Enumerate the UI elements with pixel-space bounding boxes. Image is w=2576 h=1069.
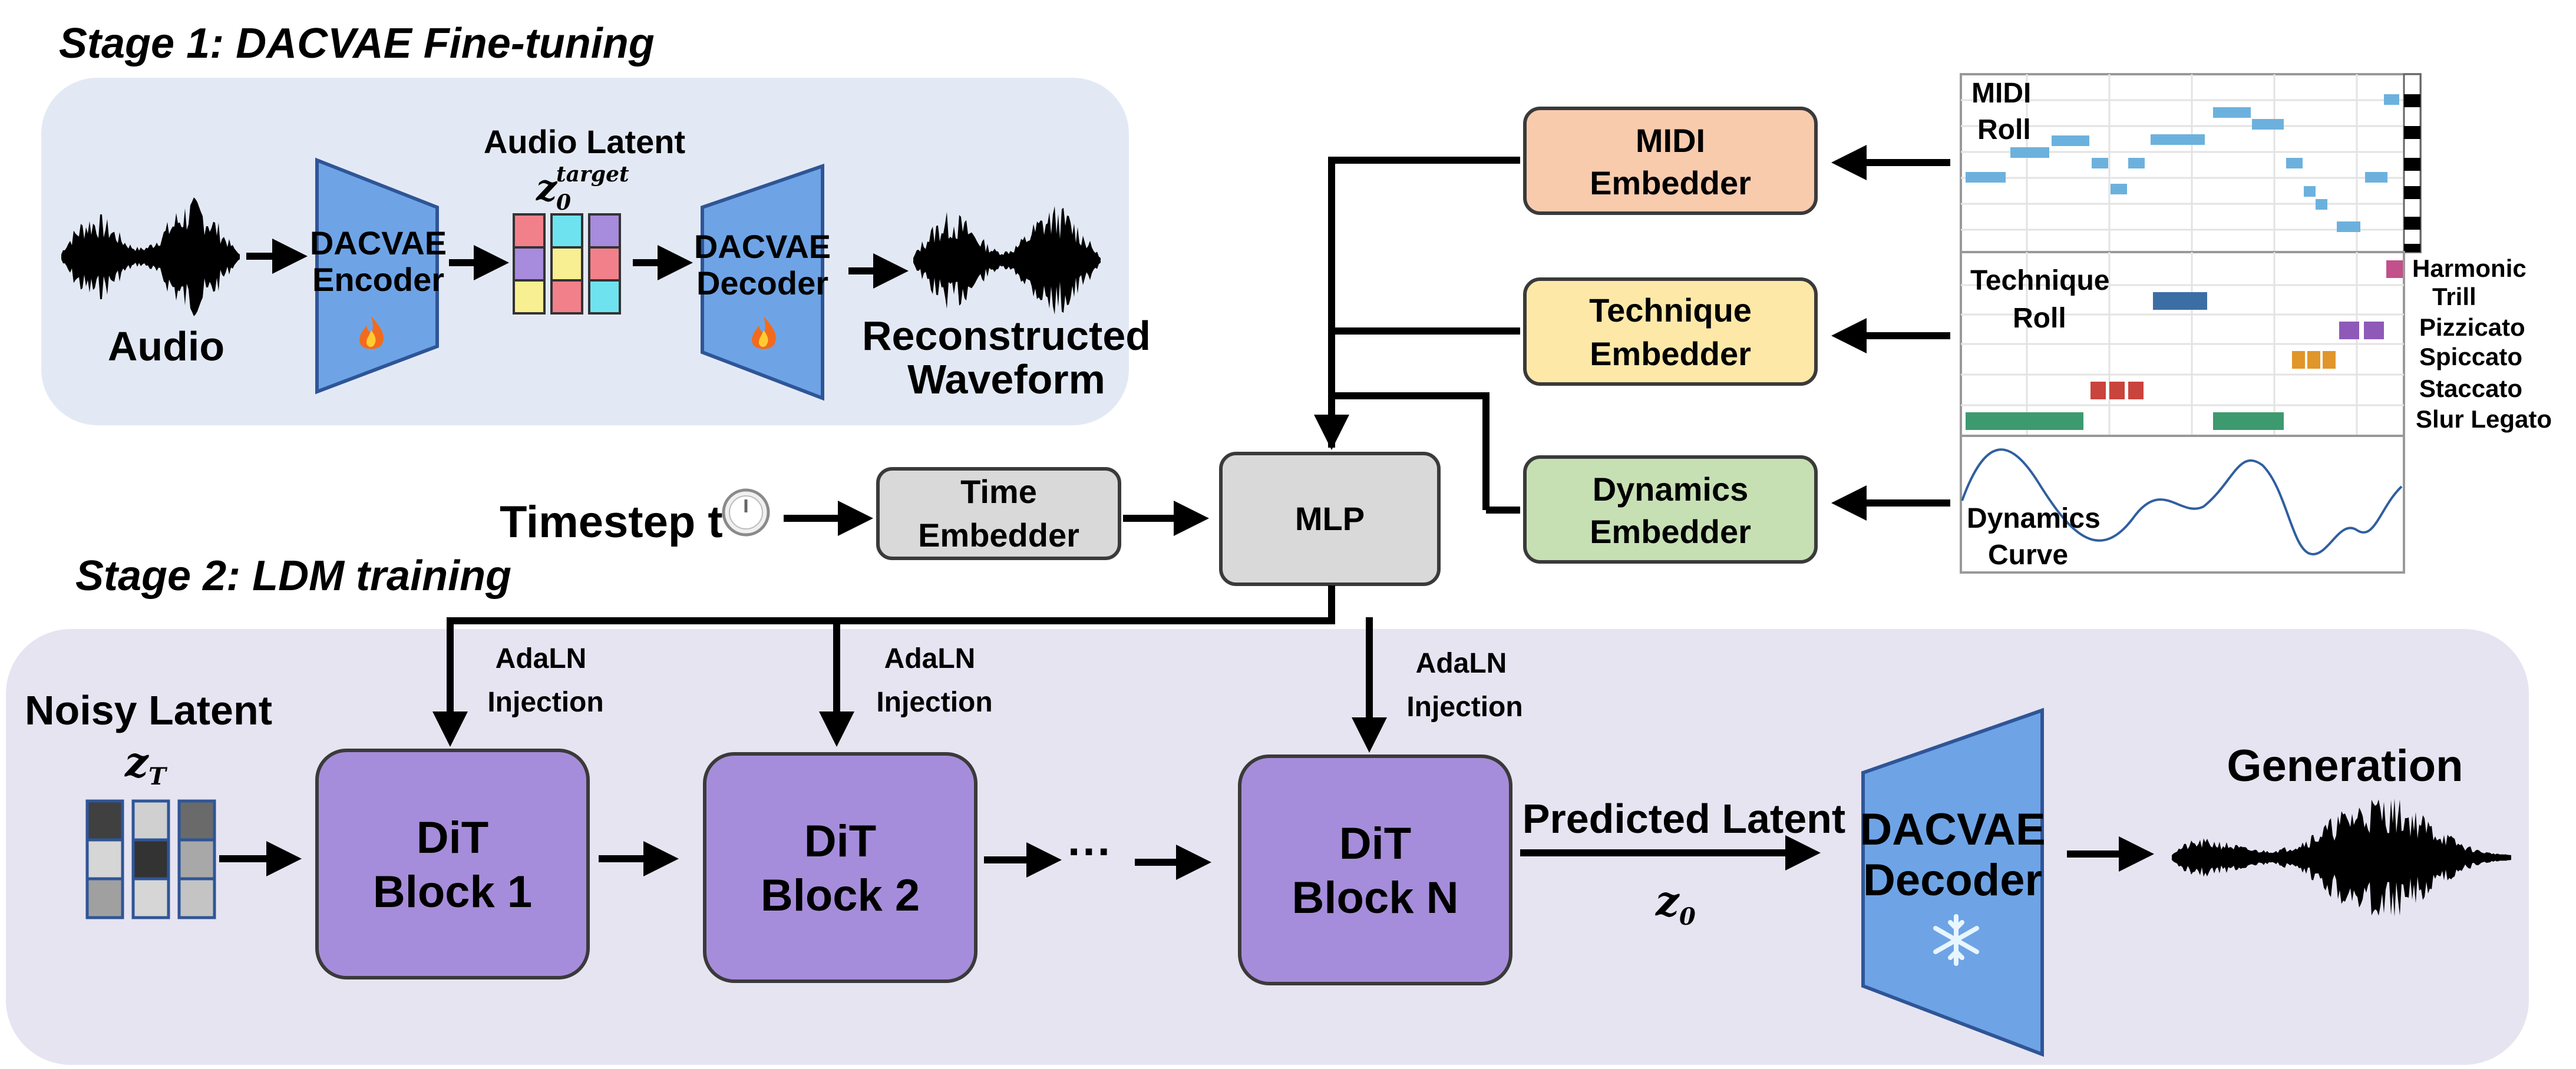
- adaln-bus: [447, 585, 1373, 724]
- generation-label: Generation: [2227, 741, 2463, 791]
- decoder1-label-line1: DACVAE: [694, 228, 831, 265]
- recon-label-line1: Reconstructed: [862, 313, 1151, 359]
- ellipsis: ···: [1068, 827, 1112, 877]
- technique-roll-panel: Technique Roll: [1960, 251, 2405, 437]
- dynamics-curve-panel: Dynamics Curve: [1960, 435, 2405, 574]
- predicted-latent-symbol: z 0: [1654, 876, 1696, 931]
- svg-text:z: z: [1654, 876, 1680, 925]
- audio-latent-grid: [513, 213, 621, 315]
- midi-roll-label-line2: Roll: [1977, 114, 2031, 145]
- dacvae-decoder-stage1: DACVAE Decoder: [694, 163, 831, 401]
- technique-spiccato: Spiccato: [2419, 343, 2522, 370]
- dacvae-decoder-stage2: DACVAE Decoder: [1860, 707, 2046, 1057]
- latent-symbol: z 0 target: [536, 162, 629, 215]
- midi-embedder: MIDI Embedder: [1523, 107, 1818, 215]
- svg-text:0: 0: [1679, 903, 1696, 931]
- adaln-label-1-line2: Injection: [487, 687, 603, 718]
- time-embedder-line2: Embedder: [918, 517, 1079, 554]
- dit-block-1: DiT Block 1: [315, 749, 590, 979]
- technique-slur-legato: Slur Legato: [2416, 405, 2552, 433]
- decoder2-label-line2: Decoder: [1863, 855, 2042, 905]
- adaln-label-n-line1: AdaLN: [1416, 648, 1507, 679]
- svg-text:z: z: [124, 737, 149, 786]
- decoder1-label-line2: Decoder: [696, 264, 828, 302]
- technique-pizzicato: Pizzicato: [2419, 313, 2525, 341]
- encoder-label-line1: DACVAE: [310, 224, 447, 262]
- technique-roll-label-line1: Technique: [1970, 265, 2109, 296]
- dynamics-embedder-line2: Embedder: [1590, 513, 1751, 550]
- piano-keys: [2403, 73, 2422, 253]
- dynamics-embedder-line1: Dynamics: [1593, 471, 1749, 508]
- technique-roll-label-line2: Roll: [2013, 303, 2066, 334]
- dynamics-curve-label-line2: Curve: [1988, 540, 2068, 571]
- snowflake-icon: [1933, 914, 1979, 966]
- recon-label-line2: Waveform: [907, 356, 1105, 402]
- dynamics-embedder: Dynamics Embedder: [1523, 455, 1818, 564]
- adaln-label-1-line1: AdaLN: [496, 643, 587, 674]
- svg-text:target: target: [556, 162, 629, 187]
- fire-icon: [359, 316, 384, 349]
- input-audio-waveform: [61, 197, 240, 316]
- stage1-panel: [41, 78, 1129, 425]
- mlp-block: MLP: [1219, 452, 1441, 586]
- generated-waveform: [2172, 798, 2511, 917]
- technique-trill: Trill: [2432, 283, 2476, 310]
- predicted-latent-label: Predicted Latent: [1523, 796, 1845, 842]
- time-embedder-line1: Time: [960, 473, 1037, 510]
- dit-block-1-line2: Block 1: [373, 867, 532, 917]
- technique-legend: Harmonic Trill Pizzicato Spiccato Stacca…: [2412, 254, 2552, 433]
- stage2-title: Stage 2: LDM training: [75, 552, 511, 600]
- dit-block-2-line2: Block 2: [761, 871, 920, 921]
- midi-embedder-line2: Embedder: [1590, 164, 1751, 201]
- dit-block-2-line1: DiT: [804, 816, 876, 866]
- technique-harmonic: Harmonic: [2412, 254, 2527, 282]
- midi-roll-label-line1: MIDI: [1971, 78, 2031, 109]
- dit-block-n-line1: DiT: [1339, 819, 1411, 869]
- dit-block-1-line1: DiT: [417, 813, 488, 863]
- adaln-label-2-line2: Injection: [876, 687, 992, 718]
- midi-roll-panel: MIDI Roll: [1960, 73, 2422, 253]
- clock-icon: [722, 488, 770, 537]
- encoder-label-line2: Encoder: [312, 261, 444, 298]
- reconstructed-waveform: [913, 206, 1101, 315]
- svg-text:z: z: [536, 166, 558, 209]
- dit-block-n: DiT Block N: [1238, 754, 1512, 985]
- midi-embedder-line1: MIDI: [1636, 122, 1705, 159]
- dit-block-n-line2: Block N: [1292, 873, 1459, 923]
- mlp-label: MLP: [1295, 500, 1365, 537]
- condition-connectors: [1328, 157, 1520, 514]
- time-embedder: Time Embedder: [876, 467, 1121, 560]
- technique-embedder-line1: Technique: [1589, 292, 1752, 329]
- adaln-label-2-line1: AdaLN: [884, 643, 976, 674]
- audio-label: Audio: [108, 323, 224, 369]
- decoder2-label-line1: DACVAE: [1860, 805, 2045, 855]
- technique-embedder-line2: Embedder: [1590, 335, 1751, 372]
- dynamics-curve-label-line1: Dynamics: [1967, 503, 2101, 534]
- timestep-label: Timestep t: [500, 497, 723, 547]
- stage1-title: Stage 1: DACVAE Fine-tuning: [59, 20, 655, 67]
- latent-title: Audio Latent: [484, 123, 685, 160]
- fire-icon: [752, 316, 776, 349]
- svg-text:T: T: [148, 763, 168, 790]
- svg-text:0: 0: [556, 190, 571, 215]
- technique-staccato: Staccato: [2419, 375, 2522, 402]
- noisy-latent-grid: [85, 799, 216, 919]
- adaln-label-n-line2: Injection: [1406, 691, 1523, 723]
- technique-embedder: Technique Embedder: [1523, 277, 1818, 386]
- noisy-latent-symbol: z T: [124, 737, 168, 790]
- noisy-latent-label: Noisy Latent: [25, 687, 272, 733]
- dacvae-encoder: DACVAE Encoder: [310, 157, 447, 395]
- dit-block-2: DiT Block 2: [703, 752, 977, 983]
